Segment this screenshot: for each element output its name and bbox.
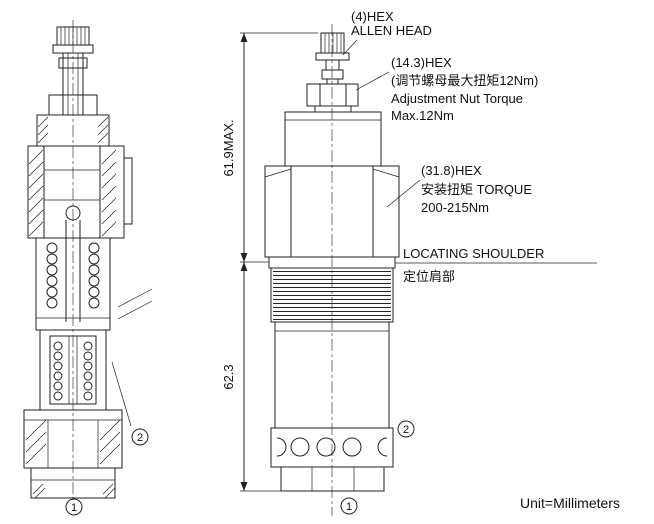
section-spring-chamber [35, 220, 111, 331]
hatch-upper-left [37, 116, 49, 144]
allen-head-label-line1: (4)HEX [351, 9, 394, 24]
adjustment-nut [306, 83, 359, 113]
leader-lines [342, 39, 597, 264]
unit-label: Unit=Millimeters [520, 495, 620, 511]
svg-text:1: 1 [71, 502, 77, 514]
hatch-flange [32, 483, 116, 499]
adjustment-nut-label-line2: (调节螺母最大扭矩12Nm) [391, 73, 538, 88]
adjustment-nut-label-line3: Adjustment Nut Torque [391, 91, 523, 106]
leader-adjustment-nut [355, 71, 390, 91]
port2-marker-right: 2 [397, 420, 415, 438]
allen-head-screw [315, 32, 350, 85]
section-view [23, 20, 153, 500]
port1-marker-right: 1 [340, 497, 358, 515]
dimension-overall-bottom: 62.3 [221, 364, 236, 389]
hatch-upper-right [97, 116, 109, 144]
hex-body-label-line2: 安装扭矩 TORQUE [421, 182, 532, 197]
adjustment-nut-label-line4: Max.12Nm [391, 108, 454, 123]
port-markers: 2 1 2 1 [65, 420, 415, 516]
hatch-bottom-right [99, 419, 121, 465]
hex-body-label-line1: (31.8)HEX [421, 163, 482, 178]
hatch-body-right [101, 149, 117, 237]
section-tick-lines [111, 288, 153, 427]
annotation-texts: (4)HEX ALLEN HEAD (14.3)HEX (调节螺母最大扭矩12N… [351, 9, 620, 511]
svg-text:1: 1 [346, 501, 352, 513]
pilot-spring-coils [53, 341, 93, 401]
hex-body-label-line3: 200-215Nm [421, 200, 489, 215]
section-pilot [39, 329, 107, 411]
adjustment-nut-label-line1: (14.3)HEX [391, 55, 452, 70]
locating-shoulder-label-line2: 定位肩部 [403, 269, 455, 284]
section-main-body [27, 145, 133, 239]
main-spring-coils [46, 242, 100, 309]
svg-text:2: 2 [137, 432, 143, 444]
hatch-body-left [28, 149, 44, 237]
poppet-ball [65, 205, 81, 221]
hatch-bottom-left [25, 419, 47, 465]
upper-cylinder [284, 111, 382, 167]
leader-allen-head [342, 39, 358, 56]
locating-shoulder-label-line1: LOCATING SHOULDER [403, 246, 544, 261]
allen-head-label-line2: ALLEN HEAD [351, 23, 432, 38]
port1-marker-left: 1 [65, 498, 83, 516]
leader-hex-body [386, 179, 421, 208]
dimension-arrows [240, 33, 248, 491]
section-upper-housing [36, 94, 110, 147]
section-bottom-housing [23, 409, 123, 499]
dimension-overall-top: 61.9MAX. [221, 119, 236, 176]
port2-marker-left: 2 [131, 428, 149, 446]
bottom-cap [280, 466, 385, 492]
section-adjust-cap [52, 26, 94, 54]
svg-text:2: 2 [403, 424, 409, 436]
external-view [264, 24, 400, 516]
dimension-lines [240, 32, 318, 492]
